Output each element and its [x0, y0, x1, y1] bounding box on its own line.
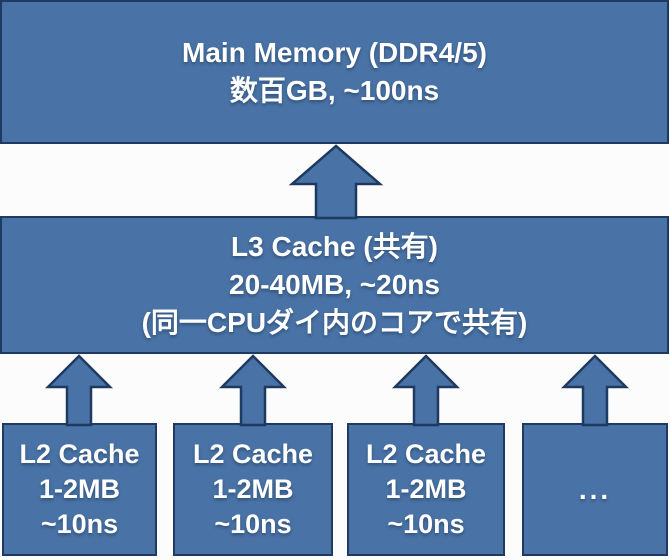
up-arrow-icon-l2-2-to-l3 — [218, 354, 288, 427]
l2-cache-title: L2 Cache — [19, 439, 140, 469]
l2-cache-latency: ~10ns — [40, 509, 119, 539]
l2-cache-title: L2 Cache — [365, 439, 487, 469]
more-caches-ellipsis: ... — [578, 474, 612, 505]
l3-cache-note: (同一CPUダイ内のコアで共有) — [141, 307, 528, 338]
l2-cache-size: 1-2MB — [212, 474, 294, 504]
up-arrow-icon-l3-to-main — [288, 144, 384, 220]
l2-cache-size: 1-2MB — [38, 474, 120, 504]
l2-cache-size: 1-2MB — [385, 474, 467, 504]
l3-cache-specs: 20-40MB, ~20ns — [229, 269, 440, 300]
l2-cache-latency: ~10ns — [387, 509, 465, 539]
l2-cache-box-3: L2 Cache 1-2MB ~10ns — [347, 423, 505, 556]
up-arrow-icon-l2-1-to-l3 — [44, 354, 114, 427]
l2-cache-latency: ~10ns — [214, 509, 292, 539]
l2-cache-box-more: ... — [522, 423, 668, 556]
l3-cache-box: L3 Cache (共有) 20-40MB, ~20ns (同一CPUダイ内のコ… — [0, 216, 669, 354]
l3-cache-title: L3 Cache (共有) — [231, 231, 438, 262]
up-arrow-icon-l2-4-to-l3 — [560, 354, 630, 427]
l2-cache-title: L2 Cache — [192, 439, 314, 469]
l2-cache-box-1: L2 Cache 1-2MB ~10ns — [2, 423, 157, 556]
main-memory-title: Main Memory (DDR4/5) — [182, 37, 487, 68]
l2-cache-box-2: L2 Cache 1-2MB ~10ns — [173, 423, 333, 556]
up-arrow-icon-l2-3-to-l3 — [391, 354, 461, 427]
main-memory-specs: 数百GB, ~100ns — [229, 75, 440, 106]
main-memory-box: Main Memory (DDR4/5) 数百GB, ~100ns — [0, 0, 669, 144]
